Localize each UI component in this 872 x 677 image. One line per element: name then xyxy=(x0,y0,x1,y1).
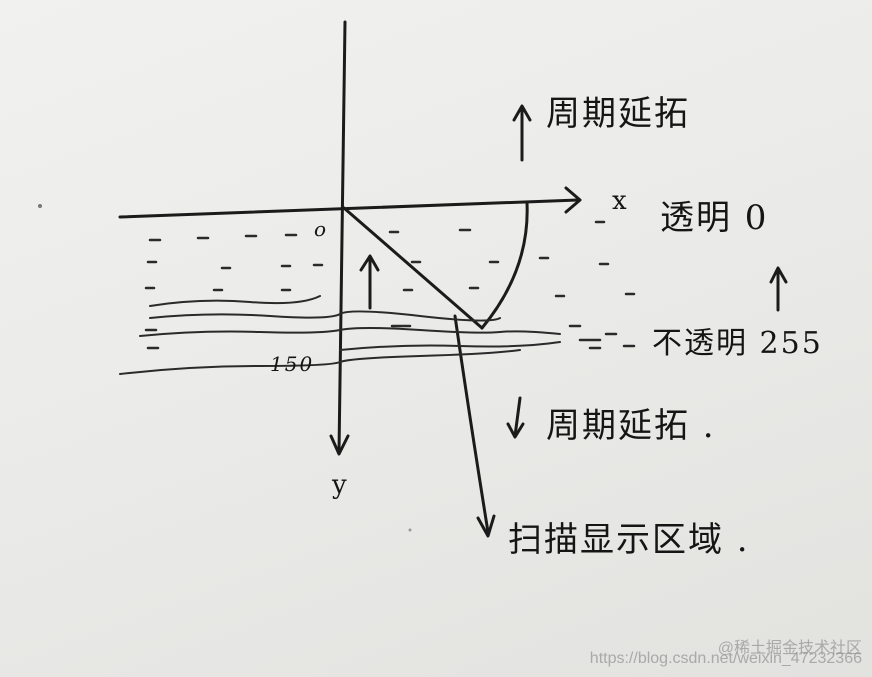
period-up-arrowhead xyxy=(512,104,532,122)
period-extension-top-label: 周期延拓 xyxy=(546,94,690,134)
wave-line-4 xyxy=(119,349,521,375)
wave-line-3 xyxy=(139,327,561,337)
gradient-dash-row-5 xyxy=(146,344,636,350)
diagonal-scan-line xyxy=(342,206,484,330)
gradient-dash-row-3 xyxy=(144,286,636,298)
curved-boundary xyxy=(480,201,529,330)
x-axis-line xyxy=(118,198,580,219)
x-axis-arrowhead xyxy=(564,186,582,214)
inner-up-arrowhead xyxy=(359,254,380,272)
watermark-site: @稀土掘金技术社区 xyxy=(717,640,862,657)
gradient-dash-row-2 xyxy=(146,256,610,270)
x-axis-label: x xyxy=(612,186,629,216)
scan-area-pointer xyxy=(453,314,490,534)
scan-area-label: 扫描显示区域 . xyxy=(508,520,750,560)
wave-line-2 xyxy=(149,310,501,322)
period-down-arrow xyxy=(513,396,522,438)
watermark-url: https://blog.csdn.net/weixin_47232366 xyxy=(589,650,862,667)
y-axis-label: y xyxy=(332,470,349,500)
transparent-label: 透明 0 xyxy=(660,198,769,238)
wave-line-5 xyxy=(339,341,561,351)
opaque-label: 不透明 255 xyxy=(652,326,823,361)
opacity-up-arrowhead xyxy=(769,266,788,284)
gradient-dash-row-1 xyxy=(148,220,606,242)
y-axis-line xyxy=(337,20,347,454)
period-extension-bottom-label: 周期延拓 . xyxy=(546,406,716,446)
scan-area-pointer-head xyxy=(476,514,496,538)
y-axis-arrowhead xyxy=(329,434,350,456)
origin-label: o xyxy=(314,217,329,241)
y-150-label: 150 xyxy=(270,352,315,376)
wave-line-1 xyxy=(149,295,321,307)
gradient-dash-row-4 xyxy=(144,324,618,342)
period-down-arrowhead xyxy=(506,422,525,439)
